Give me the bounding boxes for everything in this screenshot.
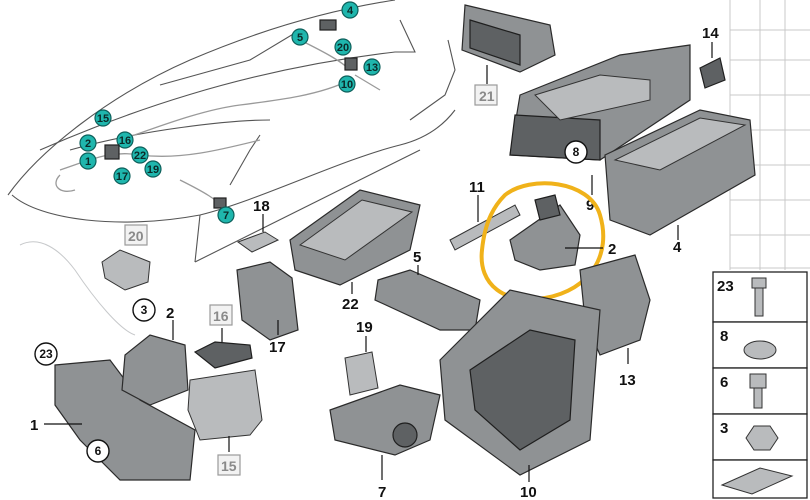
part-14[interactable]: 14 — [699, 25, 726, 89]
bolt-shank-icon — [754, 287, 764, 317]
module-shape — [213, 197, 227, 209]
part-16[interactable]: 16 — [193, 304, 253, 369]
marker-10 — [338, 75, 356, 93]
callout-15-box — [217, 454, 241, 476]
callout-23-circle — [34, 342, 58, 366]
marker-19 — [144, 160, 162, 178]
callout-13: 13 — [619, 372, 636, 389]
marker-7-label: 7 — [223, 210, 229, 222]
marker-13 — [363, 58, 381, 76]
callout-21-box — [474, 84, 498, 106]
hardware-label-8: 8 — [720, 328, 728, 345]
callout-7: 7 — [378, 484, 386, 500]
callout-18: 18 — [253, 198, 270, 215]
part-18[interactable]: 18 — [236, 198, 280, 253]
callout-17: 17 — [269, 339, 286, 356]
callout-9: 9 — [586, 197, 594, 214]
marker-4-label: 4 — [347, 5, 354, 17]
vehicle-outline — [7, 0, 456, 263]
marker-2 — [79, 134, 97, 152]
flange-nut-icon — [743, 340, 777, 360]
marker-13-label: 13 — [366, 62, 378, 74]
marker-16-label: 16 — [119, 135, 131, 147]
marker-17-label: 17 — [116, 171, 128, 183]
hardware-label-23: 23 — [717, 278, 734, 295]
washer-plate-icon — [720, 467, 794, 495]
callout-6-circle — [86, 439, 110, 463]
callout-16: 16 — [213, 308, 229, 324]
marker-1 — [79, 152, 97, 170]
callout-16-box — [209, 304, 233, 326]
callout-2-left: 2 — [166, 305, 174, 322]
callout-19: 19 — [356, 319, 373, 336]
screw-head-icon — [749, 373, 767, 389]
marker-5-label: 5 — [297, 32, 303, 44]
callout-20-box — [124, 224, 148, 246]
marker-16 — [116, 131, 134, 149]
callout-10: 10 — [520, 484, 537, 500]
part-2-highlighted[interactable]: 2 — [479, 181, 617, 302]
callout-20: 20 — [128, 228, 144, 244]
location-markers: 4 5 20 13 10 15 2 16 1 17 22 19 7 — [79, 1, 381, 224]
callout-8-circle — [564, 140, 588, 164]
marker-20-label: 20 — [337, 42, 349, 54]
highlight-ring — [479, 181, 606, 302]
part-22[interactable]: 22 — [289, 189, 421, 313]
part-2-left[interactable]: 2 3 — [121, 298, 189, 406]
hardware-label-3: 3 — [720, 420, 728, 437]
hardware-cell-arrow[interactable] — [712, 459, 808, 499]
callout-22: 22 — [342, 296, 359, 313]
callout-3: 3 — [141, 303, 148, 317]
callout-3-circle — [132, 298, 156, 322]
callout-5: 5 — [413, 249, 421, 266]
part-9[interactable]: 9 8 — [509, 44, 691, 214]
part-4[interactable]: 4 — [604, 109, 756, 256]
connector-shape — [392, 422, 418, 448]
callout-23: 23 — [39, 347, 53, 361]
marker-17 — [113, 167, 131, 185]
part-5[interactable]: 5 — [374, 249, 481, 331]
marker-15-label: 15 — [97, 113, 109, 125]
hardware-label-6: 6 — [720, 374, 728, 391]
marker-5 — [291, 28, 309, 46]
marker-22 — [131, 146, 149, 164]
callout-8: 8 — [573, 145, 580, 159]
marker-22-label: 22 — [134, 150, 146, 162]
part-15[interactable]: 15 — [187, 369, 263, 476]
marker-2-label: 2 — [85, 138, 91, 150]
part-20[interactable]: 20 — [101, 224, 151, 291]
callout-11: 11 — [469, 179, 485, 196]
part-7[interactable]: 7 — [329, 384, 441, 500]
callout-15: 15 — [221, 458, 237, 474]
marker-19-label: 19 — [147, 164, 159, 176]
marker-10-label: 10 — [341, 79, 353, 91]
callout-1: 1 — [30, 417, 38, 434]
marker-1-label: 1 — [85, 156, 91, 168]
part-1-harness[interactable]: 1 6 23 — [19, 241, 196, 481]
screw-shank-icon — [753, 387, 763, 409]
marker-4 — [341, 1, 359, 19]
module-shape — [104, 144, 120, 160]
part-10[interactable]: 10 — [439, 289, 601, 500]
callout-14: 14 — [702, 25, 719, 42]
marker-7 — [217, 206, 235, 224]
callout-6: 6 — [95, 444, 102, 458]
callout-21: 21 — [479, 88, 495, 104]
part-21[interactable]: 21 — [461, 4, 556, 106]
callout-4: 4 — [673, 239, 682, 256]
module-shape — [344, 57, 358, 71]
callout-2-right: 2 — [608, 241, 616, 258]
bolt-head-icon — [751, 277, 767, 289]
hardware-panel: 23 8 6 3 — [712, 271, 808, 499]
part-19[interactable]: 19 — [344, 319, 379, 396]
marker-20 — [334, 38, 352, 56]
marker-15 — [94, 109, 112, 127]
hex-nut-icon — [745, 425, 779, 451]
module-shape — [319, 19, 337, 31]
part-17[interactable]: 17 — [236, 261, 299, 356]
